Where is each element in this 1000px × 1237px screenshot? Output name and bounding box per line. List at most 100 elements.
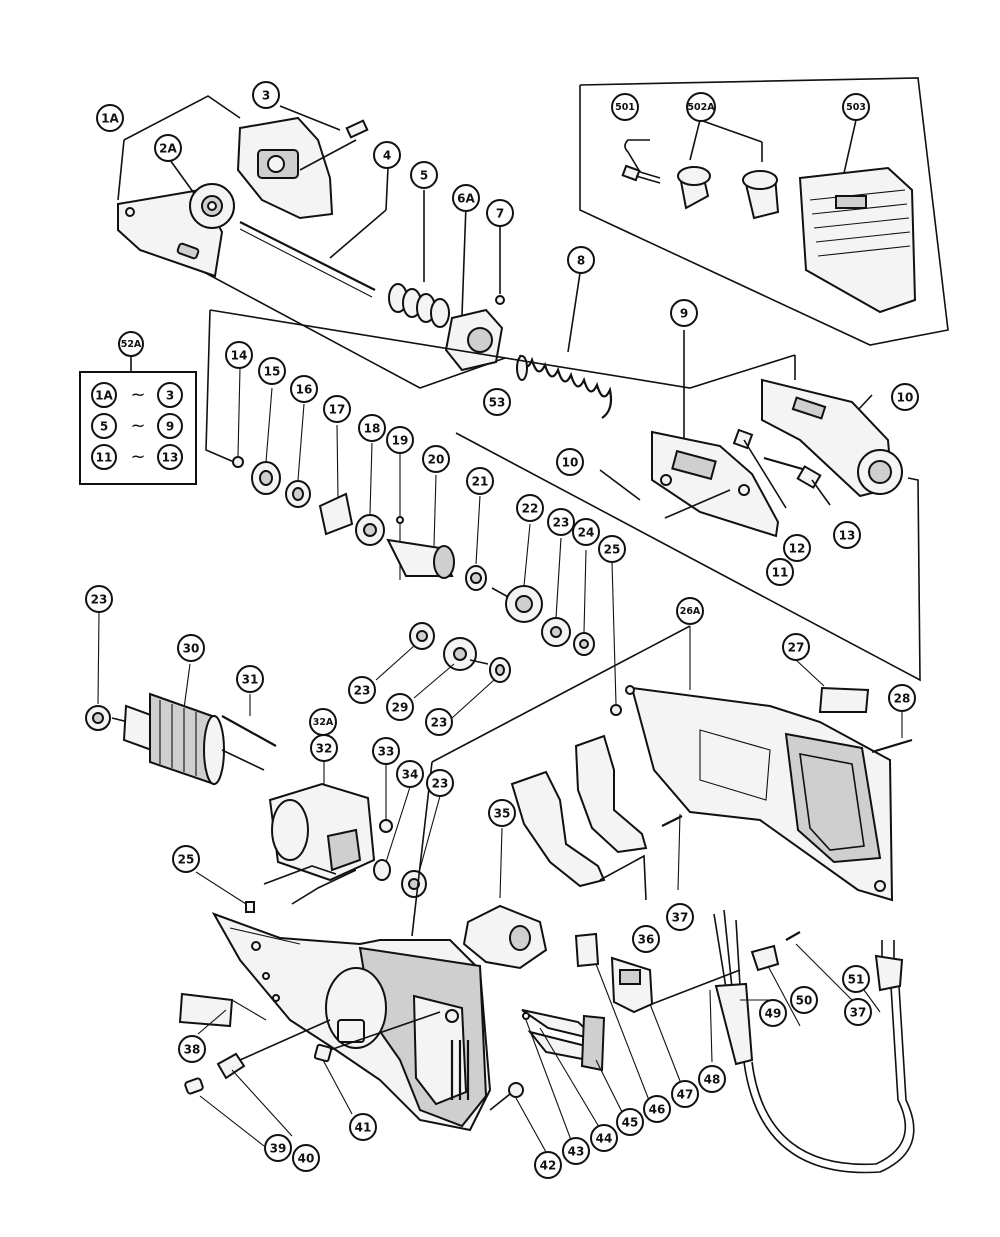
callout-26a: 26A — [676, 597, 704, 625]
callout-25b: 25 — [172, 845, 200, 873]
row-leaders — [237, 367, 587, 633]
drive-train-parts — [232, 445, 595, 656]
callout-label: 5 — [420, 169, 428, 183]
callout-23c: 23 — [425, 708, 453, 736]
part-46-switch — [574, 932, 653, 1109]
leader-frame-top — [117, 95, 506, 389]
callout-9: 9 — [670, 299, 698, 327]
callout-27: 27 — [782, 633, 810, 661]
callout-37b: 37 — [844, 998, 872, 1026]
callout-label: 20 — [428, 453, 445, 467]
callout-label: 6A — [457, 192, 475, 206]
callout-7: 7 — [486, 199, 514, 227]
legend-separator: ~ — [130, 416, 145, 437]
callout-label: 48 — [704, 1073, 721, 1087]
callout-23a: 23 — [547, 508, 575, 536]
part-51-cord-plug — [743, 940, 915, 1174]
part-28-screw — [871, 710, 913, 754]
callout-label: 42 — [540, 1159, 557, 1173]
callout-label: 12 — [789, 542, 806, 556]
callout-10a: 10 — [891, 383, 919, 411]
callout-label: 38 — [184, 1043, 201, 1057]
callout-4: 4 — [373, 141, 401, 169]
legend-separator: ~ — [130, 385, 145, 406]
callout-34: 34 — [396, 760, 424, 788]
callout-label: 23 — [432, 777, 449, 791]
leader-frame-mid — [205, 309, 921, 682]
callout-23d: 23 — [85, 585, 113, 613]
callout-37a: 37 — [666, 903, 694, 931]
part-48-cord-wires — [709, 909, 741, 1063]
legend-row-to: 9 — [157, 413, 183, 439]
part-30-armature — [111, 663, 265, 786]
part-41-cap — [313, 1011, 441, 1115]
callout-503: 503 — [842, 93, 870, 121]
callout-10b: 10 — [556, 448, 584, 476]
callout-label: 7 — [496, 207, 504, 221]
callout-label: 43 — [568, 1145, 585, 1159]
part-49-cord-guard — [714, 982, 770, 1066]
callout-11: 11 — [766, 558, 794, 586]
callouts-layer: 1A2A3456A7891010111213141516171819202122… — [85, 81, 919, 1179]
callout-label: 503 — [846, 102, 866, 113]
callout-12: 12 — [783, 534, 811, 562]
callout-label: 10 — [562, 456, 579, 470]
part-23-bearing-left — [85, 611, 111, 731]
callout-label: 35 — [494, 807, 511, 821]
callout-label: 44 — [596, 1132, 613, 1146]
callout-label: 2A — [159, 142, 177, 156]
part-33-34-washers — [373, 764, 441, 898]
callout-8: 8 — [567, 246, 595, 274]
callout-label: 23 — [431, 716, 448, 730]
callout-label: 45 — [622, 1116, 639, 1130]
callout-18: 18 — [358, 414, 386, 442]
part-503-carrying-case — [798, 119, 917, 314]
callout-label: 501 — [615, 102, 635, 113]
callout-14: 14 — [225, 341, 253, 369]
part-35-switch-holder — [462, 827, 548, 970]
callout-42: 42 — [534, 1151, 562, 1179]
callout-label: 23 — [354, 684, 371, 698]
part-10-12-13-hardware — [599, 394, 873, 519]
part-50-cord-clip — [750, 931, 859, 1027]
callout-label: 34 — [402, 768, 419, 782]
callout-51: 51 — [842, 965, 870, 993]
svg-text:11: 11 — [96, 451, 113, 465]
callout-49: 49 — [759, 999, 787, 1027]
callout-label: 37 — [850, 1006, 867, 1020]
callout-41: 41 — [349, 1113, 377, 1141]
callout-label: 32A — [313, 717, 334, 728]
callout-25a: 25 — [598, 535, 626, 563]
callout-46: 46 — [643, 1095, 671, 1123]
callout-43: 43 — [562, 1137, 590, 1165]
part-36-trigger-levers — [510, 734, 683, 901]
part-housing-left — [211, 912, 492, 1132]
part-502a-sockets — [677, 119, 780, 220]
part-27-label — [795, 659, 870, 713]
callout-39: 39 — [264, 1134, 292, 1162]
legend-row-from: 1A — [91, 382, 117, 408]
part-31-brush — [221, 694, 277, 747]
callout-label: 22 — [522, 502, 539, 516]
svg-text:52A: 52A — [121, 339, 142, 350]
callout-label: 39 — [270, 1142, 287, 1156]
callout-label: 23 — [553, 516, 570, 530]
callout-15: 15 — [258, 357, 286, 385]
callout-13: 13 — [833, 521, 861, 549]
callout-23b: 23 — [348, 676, 376, 704]
part-42-nut — [489, 1082, 547, 1153]
callout-501: 501 — [611, 93, 639, 121]
callout-29: 29 — [386, 693, 414, 721]
callout-label: 31 — [242, 673, 259, 687]
svg-text:1A: 1A — [95, 389, 113, 403]
callout-label: 10 — [897, 391, 914, 405]
callout-48: 48 — [698, 1065, 726, 1093]
part-5-spring-rings — [388, 190, 450, 328]
svg-text:13: 13 — [162, 451, 179, 465]
callout-45: 45 — [616, 1108, 644, 1136]
part-38-label — [178, 992, 267, 1035]
callout-label: 1A — [101, 112, 119, 126]
callout-label: 36 — [638, 933, 655, 947]
legend-header-52a: 52A — [118, 331, 144, 357]
part-3-block — [236, 105, 369, 220]
